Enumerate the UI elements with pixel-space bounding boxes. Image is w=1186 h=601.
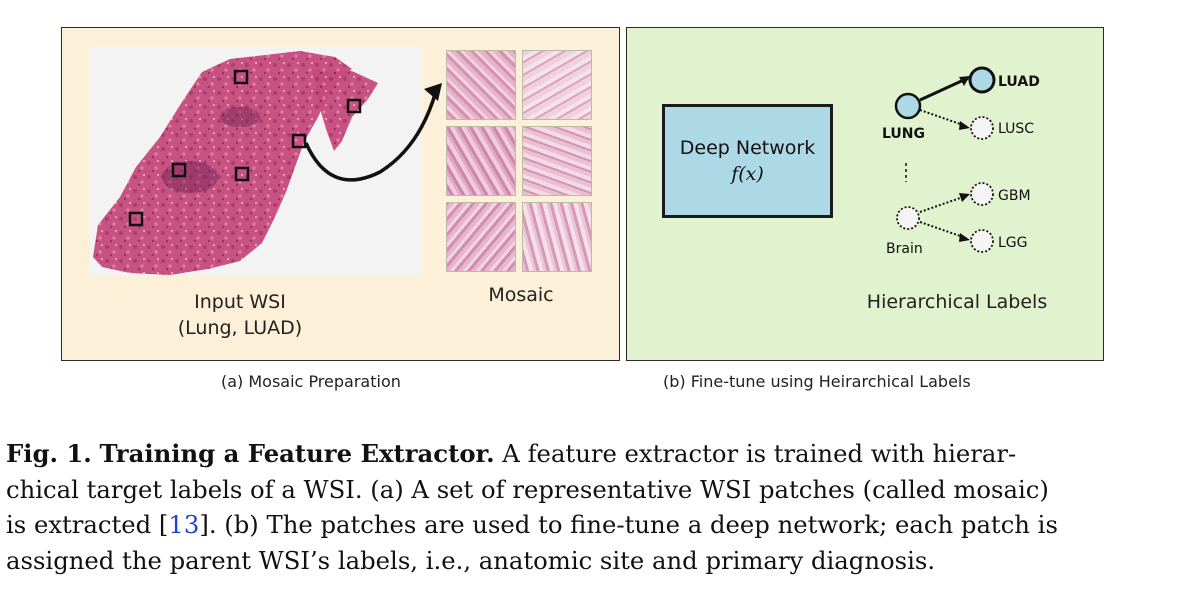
mosaic-tile (446, 50, 516, 120)
caption-panel-b: (b) Fine-tune using Heirarchical Labels (663, 372, 971, 391)
caption-line-1: Fig. 1. Training a Feature Extractor. A … (6, 436, 1178, 472)
node-brain (896, 206, 920, 230)
edge-brain-lgg (919, 221, 967, 239)
input-wsi-label: Input WSI (Lung, LUAD) (150, 289, 330, 341)
arrow-head (424, 83, 442, 101)
edge-arrowhead (959, 76, 970, 86)
node-lusc (970, 116, 994, 140)
wsi-tissue-image (93, 51, 442, 275)
patch-marker (171, 162, 187, 178)
caption-line-3: is extracted [13]. (b) The patches are u… (6, 507, 1178, 543)
node-lung (894, 92, 922, 120)
input-wsi-label-line2: (Lung, LUAD) (177, 317, 303, 339)
figure-title: Training a Feature Extractor. (99, 439, 495, 468)
deep-network-function: f(x) (731, 163, 764, 185)
citation-link[interactable]: 13 (168, 510, 200, 539)
edge-arrowhead (959, 121, 970, 130)
caption-line-4: assigned the parent WSI’s labels, i.e., … (6, 545, 936, 575)
caption-panel-a: (a) Mosaic Preparation (221, 372, 401, 391)
edge-brain-gbm (919, 195, 967, 213)
figure-label: Fig. 1. (6, 439, 92, 468)
deep-network-title: Deep Network (679, 137, 816, 159)
mosaic-tile (522, 50, 592, 120)
hierarchical-label-tree: LUNG LUAD LUSC Brain GBM LGG (882, 66, 1040, 257)
mosaic-tile (446, 126, 516, 196)
label-lung: LUNG (882, 126, 925, 142)
caption-line-3-pre: is extracted [ (6, 510, 169, 539)
caption-line-3-post: ]. (b) The patches are used to fine-tune… (199, 510, 1058, 539)
hierarchical-labels-title: Hierarchical Labels (866, 291, 1048, 313)
node-luad (968, 66, 996, 94)
patch-marker (128, 211, 144, 227)
patch-marker (291, 133, 307, 149)
label-luad: LUAD (998, 74, 1040, 90)
figure-caption: Fig. 1. Training a Feature Extractor. A … (6, 436, 1178, 578)
deep-network-box: Deep Network f(x) (662, 104, 833, 218)
edge-lung-luad (919, 76, 969, 102)
edge-lung-lusc (919, 109, 967, 127)
patch-marker (346, 98, 362, 114)
label-lusc: LUSC (998, 121, 1034, 137)
patch-to-mosaic-arrow (304, 90, 438, 182)
edge-arrowhead (959, 193, 970, 202)
wsi-tissue-fragment (312, 69, 378, 151)
label-gbm: GBM (998, 188, 1031, 204)
mosaic-tile (522, 202, 592, 272)
caption-line-2: chical target labels of a WSI. (a) A set… (6, 474, 1049, 504)
patch-marker (234, 166, 250, 182)
mosaic-tile (446, 202, 516, 272)
input-wsi-label-line1: Input WSI (194, 291, 286, 313)
label-lgg: LGG (998, 235, 1028, 251)
mosaic-tile (522, 126, 592, 196)
mosaic-label: Mosaic (488, 284, 554, 306)
caption-line-1-text: A feature extractor is trained with hier… (502, 439, 1017, 468)
wsi-tissue-main (93, 51, 352, 275)
mosaic-grid (446, 50, 592, 272)
label-brain: Brain (886, 241, 923, 257)
node-gbm (970, 182, 994, 206)
node-lgg (970, 229, 994, 253)
patch-marker (233, 69, 249, 85)
edge-arrowhead (959, 233, 970, 242)
